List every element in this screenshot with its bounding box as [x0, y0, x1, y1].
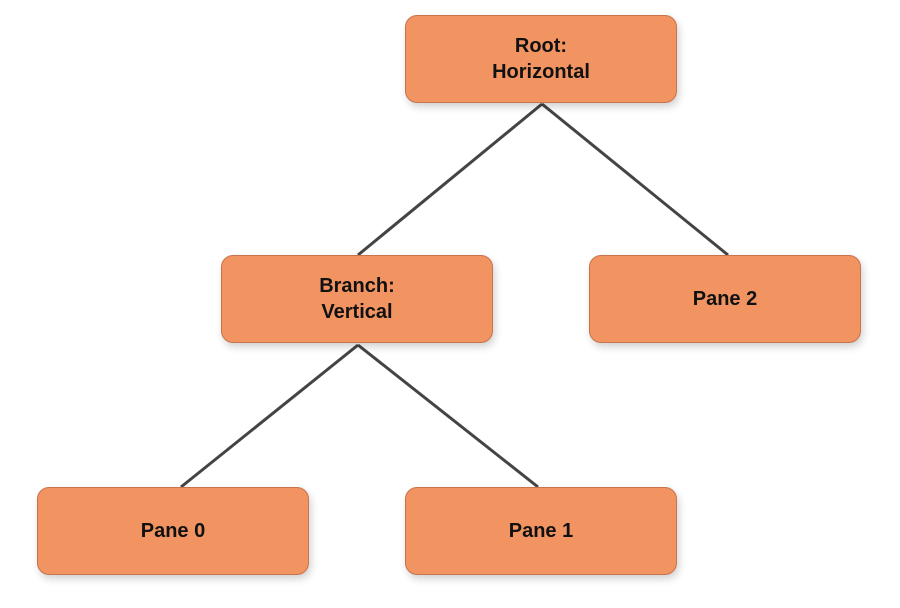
edge-root-branch: [357, 102, 543, 257]
edge-branch-pane1: [357, 343, 539, 489]
edge-root-pane2: [541, 102, 729, 257]
node-pane-2: Pane 2: [589, 255, 861, 343]
node-branch: Branch: Vertical: [221, 255, 493, 343]
node-pane-0: Pane 0: [37, 487, 309, 575]
node-pane-1: Pane 1: [405, 487, 677, 575]
node-root: Root: Horizontal: [405, 15, 677, 103]
edge-branch-pane0: [180, 343, 359, 489]
